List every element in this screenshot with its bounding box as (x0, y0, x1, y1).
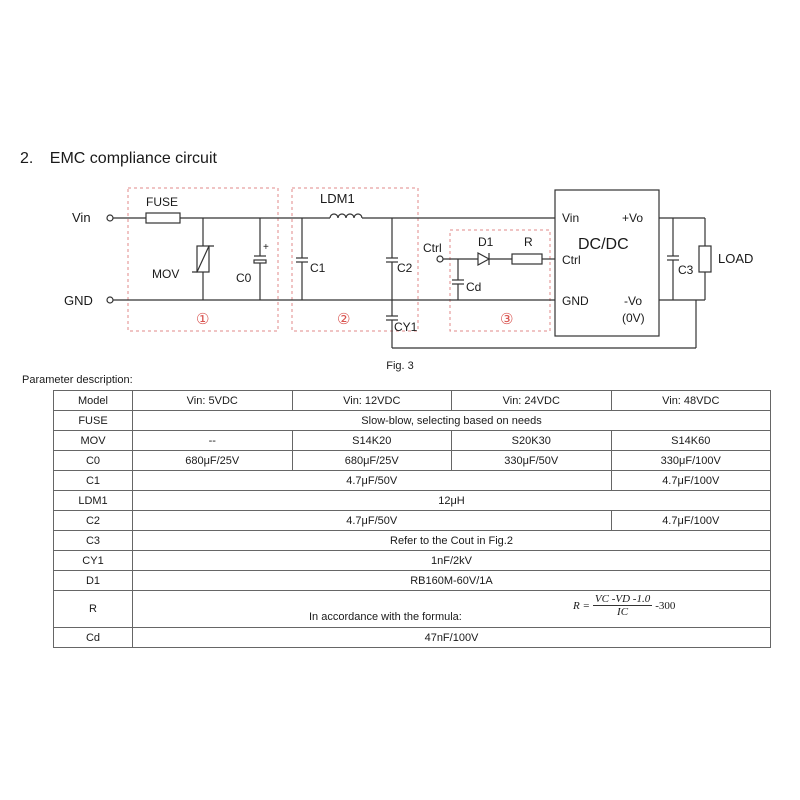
r-formula-lhs: R = (573, 599, 590, 612)
parameter-title: Parameter description: (22, 374, 133, 386)
c0-label: C0 (236, 271, 252, 285)
dcdc-module (554, 189, 660, 337)
parameter-table: Model Vin: 5VDC Vin: 12VDC Vin: 24VDC Vi… (53, 390, 771, 648)
table-row: Model Vin: 5VDC Vin: 12VDC Vin: 24VDC Vi… (53, 390, 771, 411)
c1-label: C1 (310, 261, 326, 275)
ctrl-terminal (436, 255, 444, 263)
d1-label: D1 (478, 235, 494, 249)
row-label-r: R (53, 590, 133, 628)
cd-label: Cd (466, 280, 481, 294)
table-row: C0 680μF/25V 680μF/25V 330μF/50V 330μF/1… (53, 450, 771, 471)
c1-low-voltage: 4.7μF/50V (132, 470, 612, 491)
mov-12v: S14K20 (291, 430, 452, 451)
block-2-number: ② (337, 311, 350, 328)
c2-low-voltage: 4.7μF/50V (132, 510, 612, 531)
module-vo-minus-label: -Vo (624, 294, 642, 308)
table-row: FUSE Slow-blow, selecting based on needs (53, 410, 771, 431)
row-label-mov: MOV (53, 430, 133, 451)
load-label: LOAD (718, 251, 753, 266)
module-ctrl-label: Ctrl (562, 253, 581, 267)
block-3-number: ③ (500, 311, 513, 328)
module-name-label: DC/DC (578, 236, 629, 253)
table-row: D1 RB160M-60V/1A (53, 570, 771, 591)
cy1-value: 1nF/2kV (132, 550, 771, 571)
module-gnd-label: GND (562, 294, 589, 308)
table-row: CY1 1nF/2kV (53, 550, 771, 571)
emc-circuit-diagram: Vin GND FUSE MOV C0 + LDM1 C1 C2 CY1 Ctr… (64, 187, 753, 349)
row-label-fuse: FUSE (53, 410, 133, 431)
block-1-number: ① (196, 311, 209, 328)
c3-label: C3 (678, 263, 694, 277)
module-vin-label: Vin (562, 211, 579, 225)
row-label-cd: Cd (53, 627, 133, 648)
c0-12v: 680μF/25V (291, 450, 452, 471)
d1-value: RB160M-60V/1A (132, 570, 771, 591)
row-label-ldm1: LDM1 (53, 490, 133, 511)
table-row: R In accordance with the formula: R = VC… (53, 590, 771, 628)
table-row: Cd 47nF/100V (53, 627, 771, 648)
d1-diode-symbol (477, 251, 491, 267)
c3-value: Refer to the Cout in Fig.2 (132, 530, 771, 551)
block-3-outline (449, 229, 551, 332)
c0-48v: 330μF/100V (610, 450, 771, 471)
module-0v-label: (0V) (622, 311, 645, 325)
row-label-c2: C2 (53, 510, 133, 531)
ldm1-value: 12μH (132, 490, 771, 511)
r-formula: R = VC -VD -1.0 IC -300 (573, 593, 675, 618)
r-formula-denominator: IC (617, 606, 629, 618)
c0-24v: 330μF/50V (451, 450, 612, 471)
gnd-label: GND (64, 293, 93, 308)
row-label-c1: C1 (53, 470, 133, 491)
header-5vdc: Vin: 5VDC (132, 390, 293, 411)
ldm1-label: LDM1 (320, 191, 355, 206)
row-label-c3: C3 (53, 530, 133, 551)
c0-polarity-label: + (263, 242, 269, 253)
ctrl-left-label: Ctrl (423, 241, 442, 255)
table-row: LDM1 12μH (53, 490, 771, 511)
c2-48v: 4.7μF/100V (610, 510, 771, 531)
header-48vdc: Vin: 48VDC (610, 390, 771, 411)
mov-48v: S14K60 (610, 430, 771, 451)
vin-label: Vin (72, 210, 91, 225)
c0-5v: 680μF/25V (132, 450, 293, 471)
c1-48v: 4.7μF/100V (610, 470, 771, 491)
header-24vdc: Vin: 24VDC (451, 390, 612, 411)
fuse-value: Slow-blow, selecting based on needs (132, 410, 771, 431)
table-row: C3 Refer to the Cout in Fig.2 (53, 530, 771, 551)
table-row: C2 4.7μF/50V 4.7μF/100V (53, 510, 771, 531)
header-12vdc: Vin: 12VDC (291, 390, 452, 411)
block-2-outline (291, 187, 419, 332)
module-vo-plus-label: +Vo (622, 211, 643, 225)
r-formula-numerator: VC -VD -1.0 (592, 593, 653, 606)
row-label-d1: D1 (53, 570, 133, 591)
cd-value: 47nF/100V (132, 627, 771, 648)
load-symbol (698, 245, 712, 273)
fuse-label: FUSE (146, 195, 178, 209)
r-formula-tail: -300 (655, 599, 676, 612)
table-row: MOV -- S14K20 S20K30 S14K60 (53, 430, 771, 451)
row-label-c0: C0 (53, 450, 133, 471)
gnd-terminal (106, 296, 114, 304)
r-resistor-symbol (511, 253, 543, 265)
section-heading: 2. EMC compliance circuit (20, 150, 217, 168)
table-row: C1 4.7μF/50V 4.7μF/100V (53, 470, 771, 491)
r-formula-prefix: In accordance with the formula: (309, 611, 462, 623)
row-label-cy1: CY1 (53, 550, 133, 571)
figure-caption: Fig. 3 (386, 360, 414, 372)
mov-5v: -- (132, 430, 293, 451)
mov-label: MOV (152, 267, 179, 281)
mov-24v: S20K30 (451, 430, 612, 451)
block-1-outline (127, 187, 279, 332)
cy1-label: CY1 (394, 320, 418, 334)
header-model: Model (53, 390, 133, 411)
r-formula-cell: In accordance with the formula: R = VC -… (132, 590, 771, 628)
vin-terminal (106, 214, 114, 222)
r-label: R (524, 235, 533, 249)
section-title: EMC compliance circuit (49, 150, 217, 167)
c2-label: C2 (397, 261, 413, 275)
fuse-symbol (145, 212, 181, 224)
ldm1-inductor-symbol (329, 213, 363, 219)
section-number: 2. (20, 150, 34, 167)
